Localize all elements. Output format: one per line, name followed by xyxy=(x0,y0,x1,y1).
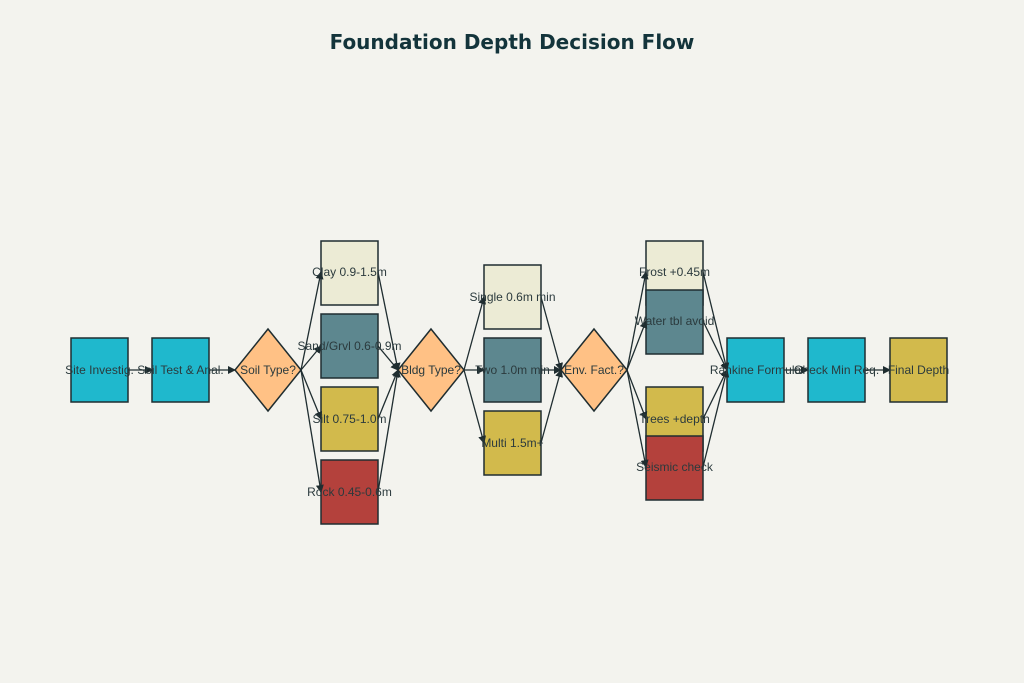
diagram-title: Foundation Depth Decision Flow xyxy=(329,30,695,54)
node-label-rock: Rock 0.45-0.6m xyxy=(307,485,392,499)
edge-single-env xyxy=(540,296,564,371)
edge-silt-bldg xyxy=(377,369,400,420)
edge-seismic-rankine xyxy=(702,369,730,468)
edge-bldg-multi xyxy=(463,369,487,444)
node-label-checkmin: Check Min Req. xyxy=(794,363,879,377)
node-two xyxy=(483,337,542,403)
edge-frost-rankine xyxy=(702,271,730,371)
node-seismic xyxy=(645,435,704,501)
node-soiltest xyxy=(151,337,210,403)
edge-sand-bldg xyxy=(377,345,399,371)
edge-env-frost xyxy=(626,271,649,371)
edge-clay-bldg xyxy=(377,271,401,371)
edge-multi-env xyxy=(540,369,564,444)
node-label-soiltest: Soil Test & Anal. xyxy=(137,363,224,377)
node-label-final: Final Depth xyxy=(888,363,949,377)
node-label-multi: Multi 1.5m+ xyxy=(481,436,543,450)
edge-water-rankine xyxy=(702,320,728,371)
node-label-env: Env. Fact.? xyxy=(564,363,624,377)
node-label-bldg: Bldg Type? xyxy=(401,363,461,377)
node-soiltype xyxy=(234,327,302,413)
node-label-sand: Sand/Grvl 0.6-0.9m xyxy=(297,339,401,353)
node-label-site: Site Investig. xyxy=(65,363,134,377)
node-label-two: Two 1.0m min xyxy=(475,363,550,377)
node-label-clay: Clay 0.9-1.5m xyxy=(312,265,387,279)
node-label-trees: Trees +depth xyxy=(639,412,710,426)
node-label-single: Single 0.6m min xyxy=(469,290,555,304)
edge-soiltype-silt xyxy=(300,369,323,420)
node-env xyxy=(560,327,628,413)
edge-env-water xyxy=(626,320,648,371)
node-bldg xyxy=(397,327,465,413)
node-label-frost: Frost +0.45m xyxy=(639,265,710,279)
edge-env-seismic xyxy=(626,369,649,468)
node-label-water: Water tbl avoid xyxy=(635,314,715,328)
edge-soiltype-clay xyxy=(300,271,324,371)
edge-rock-bldg xyxy=(377,369,401,493)
node-rankine xyxy=(726,337,785,403)
edge-bldg-single xyxy=(463,296,487,371)
edge-soiltype-sand xyxy=(300,345,322,371)
node-label-seismic: Seismic check xyxy=(636,460,714,474)
node-final xyxy=(889,337,948,403)
node-site xyxy=(70,337,129,403)
node-label-silt: Silt 0.75-1.0m xyxy=(312,412,386,426)
node-label-soiltype: Soil Type? xyxy=(240,363,296,377)
edge-trees-rankine xyxy=(702,369,728,420)
edge-soiltype-rock xyxy=(300,369,324,493)
node-checkmin xyxy=(807,337,866,403)
edge-env-trees xyxy=(626,369,648,420)
node-multi xyxy=(483,410,542,476)
node-label-rankine: Rankine Formula xyxy=(710,363,802,377)
